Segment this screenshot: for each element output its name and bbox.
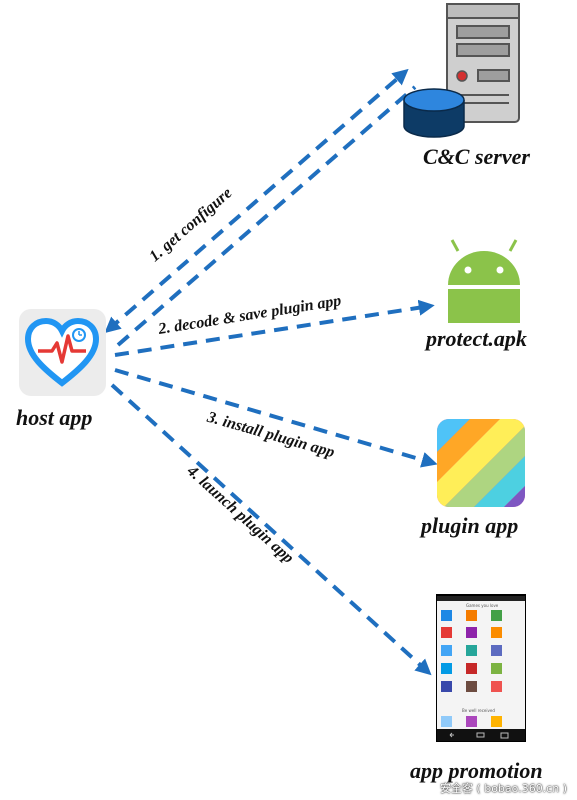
apk-label: protect.apk bbox=[426, 326, 527, 351]
edge-launch bbox=[110, 383, 432, 676]
server-label: C&C server bbox=[423, 144, 530, 169]
promo-section-1: Games you love bbox=[466, 603, 499, 608]
edge-install bbox=[114, 368, 438, 468]
plugin-app-label: plugin app bbox=[421, 513, 519, 538]
host-app-icon bbox=[19, 309, 106, 396]
watermark: 安全客 ( bobao.360.cn ) bbox=[439, 782, 567, 795]
android-icon bbox=[448, 239, 520, 323]
promo-section-2: Be well received bbox=[462, 708, 495, 713]
edge-decode-save bbox=[114, 299, 435, 357]
server-icon bbox=[446, 3, 520, 123]
database-icon bbox=[403, 88, 465, 138]
edge-get-configure bbox=[104, 68, 417, 347]
app-promotion-label: app promotion bbox=[410, 758, 543, 783]
host-app-label: host app bbox=[16, 405, 93, 430]
app-promotion-screenshot: Games you love Be well received bbox=[436, 594, 526, 742]
plugin-app-icon bbox=[437, 419, 525, 507]
